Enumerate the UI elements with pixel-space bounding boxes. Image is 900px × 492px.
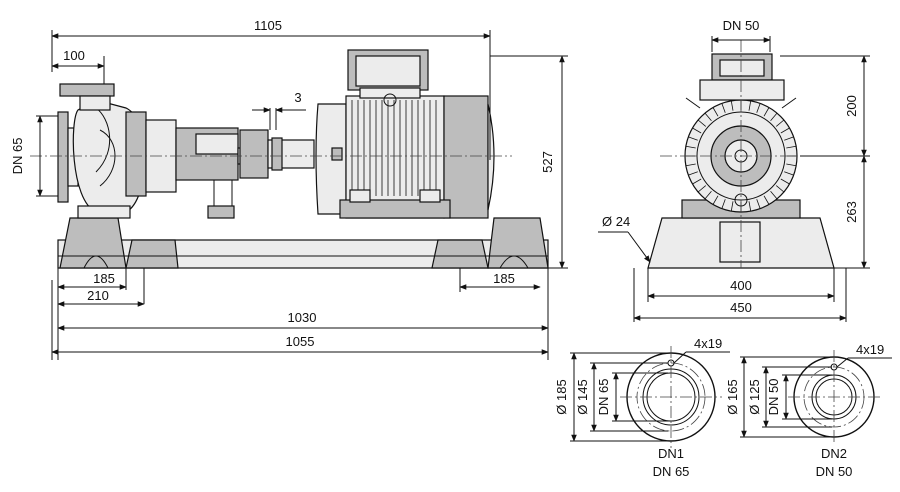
cooling-fin [756, 103, 761, 113]
motor [315, 49, 495, 219]
flange1-d-bolt: Ø 145 [575, 379, 590, 414]
dim-185-right: 185 [493, 271, 515, 286]
cooling-fin [770, 112, 778, 122]
pump-casing [57, 83, 259, 219]
dim-185-left: 185 [93, 271, 115, 286]
cooling-fin [786, 145, 797, 149]
cooling-fin [763, 195, 770, 205]
cooling-fin [784, 136, 794, 141]
end-view: DN 50 200 263 Ø 24 400 450 [598, 18, 870, 322]
cooling-fin [730, 201, 734, 212]
coupling [239, 129, 315, 179]
flange-dn1: 4x19 Ø 185 Ø 145 DN 65 DN1 DN 65 [554, 336, 730, 479]
cooling-fin [748, 100, 752, 111]
cooling-fin [730, 100, 734, 111]
cooling-fin [780, 178, 790, 185]
dim-1105: 1105 [254, 18, 282, 33]
flange2-label-2: DN 50 [816, 464, 853, 479]
cooling-fin [712, 195, 719, 205]
dim-450: 450 [730, 300, 752, 315]
cooling-fin [697, 119, 707, 127]
cooling-fin [763, 107, 770, 117]
side-view: 1105 100 3 DN 65 527 185 210 185 1030 10… [10, 18, 568, 360]
dim-hole-24: Ø 24 [602, 214, 630, 229]
dim-200: 200 [844, 95, 859, 117]
cooling-fin [688, 136, 698, 141]
cooling-fin [712, 107, 719, 117]
flange2-dn: DN 50 [766, 379, 781, 416]
cooling-fin [775, 119, 785, 127]
dim-100: 100 [63, 48, 85, 63]
cooling-fin [704, 190, 712, 200]
dim-3: 3 [294, 90, 301, 105]
cooling-fin [692, 127, 702, 134]
dim-527: 527 [540, 151, 555, 173]
cooling-fin [756, 199, 761, 209]
cooling-fin [748, 201, 752, 212]
cooling-fin [685, 145, 696, 149]
base-frame [57, 217, 549, 269]
cooling-fin [685, 163, 696, 167]
flange2-d-outer: Ø 165 [725, 379, 740, 414]
dim-1055: 1055 [286, 334, 315, 349]
cooling-fin [786, 163, 797, 167]
flange1-label-1: DN1 [658, 446, 684, 461]
flange1-label-2: DN 65 [653, 464, 690, 479]
cooling-fin [780, 127, 790, 134]
cooling-fin [770, 190, 778, 200]
cooling-fin [721, 199, 726, 209]
flange1-d-outer: Ø 185 [554, 379, 569, 414]
flange2-d-bolt: Ø 125 [747, 379, 762, 414]
flange2-holes: 4x19 [856, 342, 884, 357]
flange1-holes: 4x19 [694, 336, 722, 351]
cooling-fin [697, 185, 707, 193]
dim-1030: 1030 [288, 310, 317, 325]
flange-dn2: 4x19 Ø 165 Ø 125 DN 50 DN2 DN 50 [725, 342, 892, 479]
cooling-fin [784, 171, 794, 176]
dim-dn50-discharge: DN 50 [723, 18, 760, 33]
dim-dn65-suction: DN 65 [10, 138, 25, 175]
cooling-fin [721, 103, 726, 113]
flange1-dn: DN 65 [596, 379, 611, 416]
cooling-fin [704, 112, 712, 122]
dim-210: 210 [87, 288, 109, 303]
dim-263: 263 [844, 201, 859, 223]
flange2-label-1: DN2 [821, 446, 847, 461]
cooling-fin [692, 178, 702, 185]
dim-400: 400 [730, 278, 752, 293]
cooling-fin [688, 171, 698, 176]
cooling-fin [775, 185, 785, 193]
